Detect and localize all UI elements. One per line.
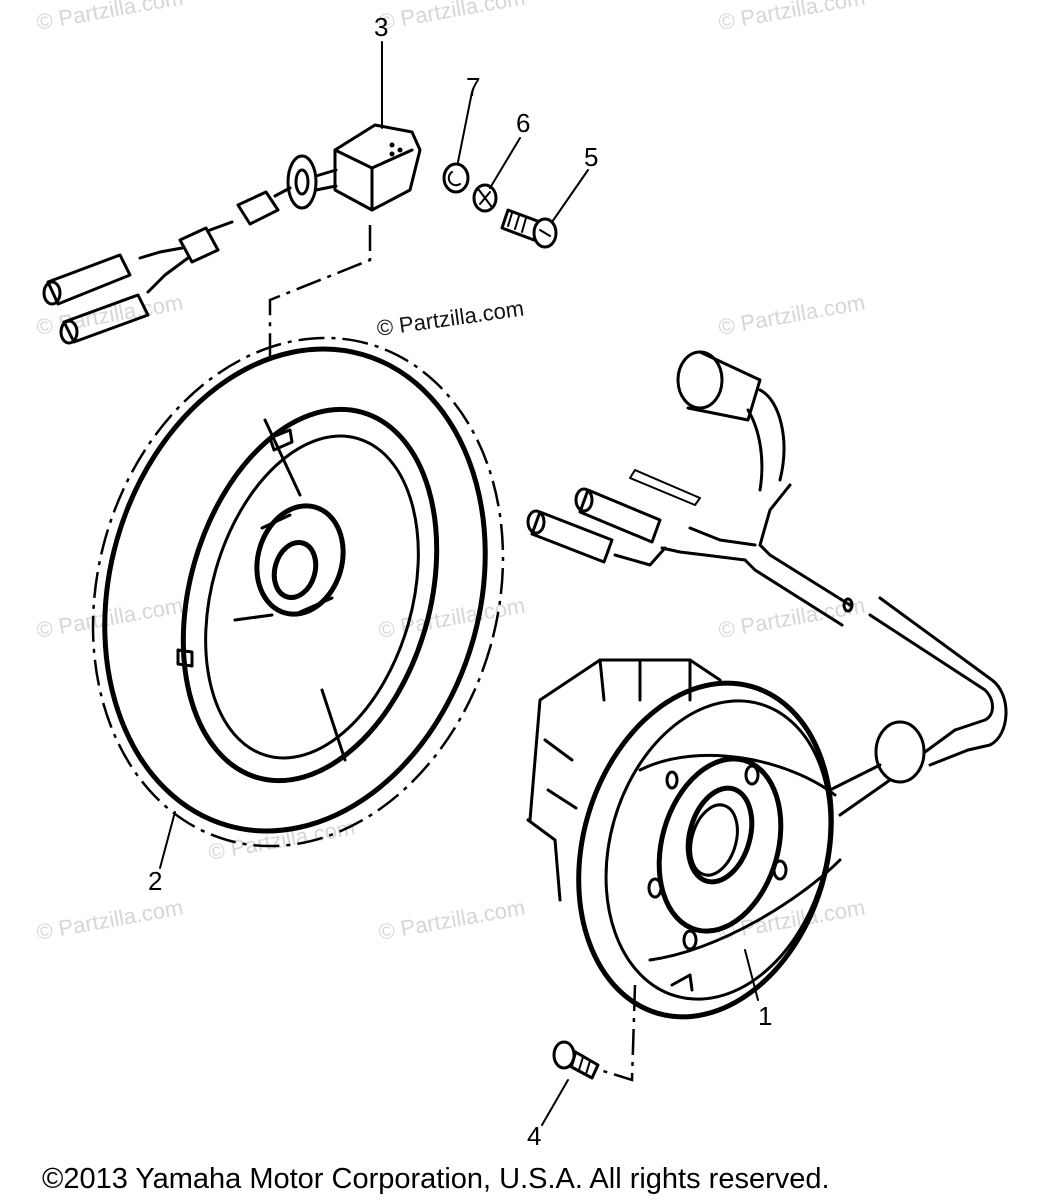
callout-7: 7 bbox=[466, 72, 480, 102]
watermark-text: © Partzilla.com bbox=[377, 895, 527, 945]
watermark-text: © Partzilla.com bbox=[35, 290, 185, 340]
callout-4: 4 bbox=[527, 1121, 541, 1151]
watermark-layer: © Partzilla.com © Partzilla.com © Partzi… bbox=[35, 0, 867, 945]
watermark-text: © Partzilla.com bbox=[717, 0, 867, 35]
part-1-stator-assembly bbox=[526, 350, 1008, 1020]
part-7-washer bbox=[442, 162, 470, 194]
part-6-lock-washer bbox=[472, 183, 498, 213]
callout-5: 5 bbox=[584, 142, 598, 172]
callout-1: 1 bbox=[758, 1001, 772, 1031]
part-3-pulser-coil bbox=[42, 123, 422, 345]
callout-numbers: 3 7 6 5 2 1 4 bbox=[148, 12, 772, 1151]
part-2-flywheel bbox=[91, 336, 505, 848]
copyright-notice: ©2013 Yamaha Motor Corporation, U.S.A. A… bbox=[42, 1163, 830, 1195]
watermark-text: © Partzilla.com bbox=[35, 895, 185, 945]
part-4-bolt bbox=[552, 1040, 600, 1080]
callout-2: 2 bbox=[148, 866, 162, 896]
center-watermark: © Partzilla.com bbox=[375, 296, 525, 341]
part-5-screw bbox=[500, 208, 558, 249]
callout-6: 6 bbox=[516, 108, 530, 138]
watermark-text: © Partzilla.com bbox=[717, 290, 867, 340]
watermark-text: © Partzilla.com bbox=[35, 593, 185, 643]
callout-3: 3 bbox=[374, 12, 388, 42]
watermark-text: © Partzilla.com bbox=[377, 593, 527, 643]
watermark-text: © Partzilla.com bbox=[35, 0, 185, 35]
leader-lines bbox=[159, 41, 759, 1126]
watermark-text: © Partzilla.com bbox=[377, 0, 527, 35]
